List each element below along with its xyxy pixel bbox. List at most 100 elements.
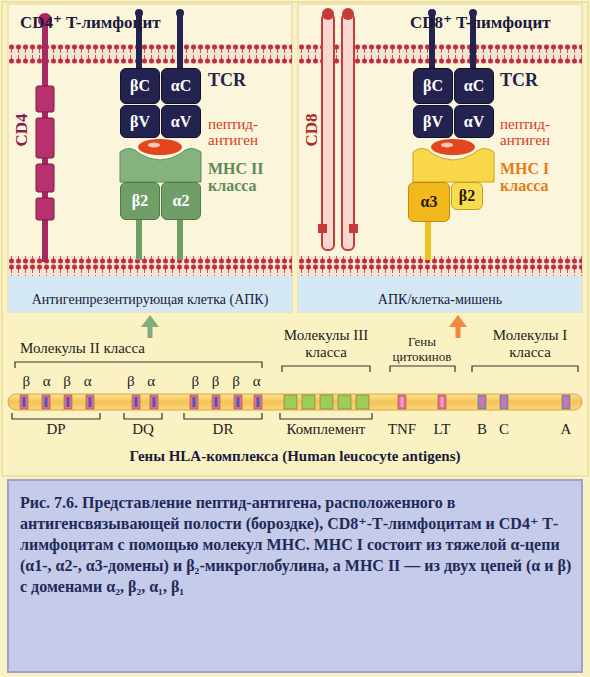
gene-marks: [89, 397, 92, 407]
cd8-panel-art: [425, 222, 431, 260]
cell-panel: CD4⁺ T-лимфоцит βC αC βV αV β2 α2Антигенпрезен…: [8, 4, 292, 312]
cd8-panel-art: [298, 4, 582, 312]
domain-box: α3: [408, 182, 450, 222]
cd4-panel-art: [8, 44, 292, 64]
apc-band: Антигенпрезентирующая клетка (АПК): [8, 258, 292, 312]
cd4-panel-art: [138, 139, 182, 155]
cd8-panel-art: [441, 143, 453, 148]
label: β α β α: [22, 373, 91, 390]
cd8-panel-art: [318, 224, 327, 233]
presentation-arrows: [141, 315, 159, 327]
gene-marks: [153, 397, 156, 407]
chromosome: [8, 394, 582, 410]
label: пептид- антиген: [208, 116, 286, 148]
gene-marks: [401, 397, 404, 407]
panel-heading: CD8⁺ T-лимфоцит: [410, 12, 551, 33]
gene-marks: [237, 397, 240, 407]
domain-label: αC: [171, 77, 191, 95]
label: C: [499, 421, 509, 438]
label: CD8: [302, 113, 322, 146]
gene-marks: [212, 395, 220, 409]
label: DQ: [132, 421, 154, 438]
domain-box: βV: [413, 105, 453, 138]
domain-box: αC: [454, 68, 494, 104]
gene-marks: [190, 395, 198, 409]
cd4-panel-art: [36, 86, 54, 112]
gene-marks: [86, 395, 94, 409]
domain-box: αV: [454, 105, 494, 138]
gene-marks: [302, 395, 315, 409]
gene-marks: [562, 395, 570, 409]
frame: [2, 2, 588, 476]
label: MHC I класса: [500, 160, 572, 194]
domain-box: βC: [120, 68, 160, 104]
domain-box: β2: [120, 182, 160, 220]
cd4-panel-art: [8, 256, 292, 276]
gene-marks: [320, 395, 333, 409]
domain-label: βV: [423, 113, 443, 131]
gene-marks: [64, 395, 72, 409]
domain-label: αV: [171, 113, 191, 131]
gene-marks: [503, 397, 506, 407]
caption-box: [8, 480, 582, 672]
gene-marks: [398, 395, 406, 409]
cd8-panel-art: [322, 8, 334, 20]
cd8-panel-art: [349, 224, 358, 233]
domain-box: βV: [120, 105, 160, 138]
gene-marks: [150, 395, 158, 409]
gene-marks: [478, 395, 486, 409]
domain-label: βC: [130, 77, 150, 95]
gene-marks: [45, 397, 48, 407]
gene-marks: [67, 397, 70, 407]
gene-marks: [215, 397, 218, 407]
domain-label: βV: [130, 113, 150, 131]
gene-brackets: [282, 366, 370, 372]
cd8-panel-art: [342, 8, 354, 20]
cd8-panel-art: [342, 14, 354, 250]
label: β α: [127, 373, 155, 390]
label: TNF: [388, 421, 416, 438]
cd8-panel-art: [298, 44, 582, 64]
domain-box: αV: [161, 105, 201, 138]
domain-label: β2: [132, 192, 148, 210]
cd4-panel-art: [136, 220, 142, 260]
cd4-panel-art: [36, 164, 54, 192]
cell-panel: CD8⁺ T-лимфоцит βC αC βV αV α3 β2АПК/клетка-ми…: [298, 4, 582, 312]
cell-label: АПК/клетка-мишень: [320, 292, 560, 308]
domain-label: αV: [464, 113, 484, 131]
presentation-arrows: [456, 326, 461, 338]
gene-marks: [441, 397, 444, 407]
chromosome: [8, 394, 582, 410]
cd8-panel-art: [431, 139, 475, 155]
label: Молекулы III класса: [276, 327, 376, 361]
domain-box: β2: [451, 182, 483, 210]
label: Комплемент: [287, 421, 366, 438]
presentation-arrows: [449, 315, 467, 327]
domain-label: αC: [464, 77, 484, 95]
apc-band: АПК/клетка-мишень: [298, 258, 582, 312]
domain-label: α2: [173, 192, 190, 210]
label: A: [561, 421, 572, 438]
label: Гены HLA-комплекса (Human leucocyte anti…: [130, 448, 461, 465]
domain-label: β2: [459, 187, 475, 205]
gene-brackets: [124, 413, 162, 419]
cd4-panel-art: [36, 198, 54, 220]
gene-marks: [254, 395, 262, 409]
domain-label: α3: [421, 193, 438, 211]
label: LT: [434, 421, 451, 438]
label: Молекулы II класса: [20, 340, 145, 357]
cd4-panel-art: [148, 143, 160, 148]
gene-marks: [42, 395, 50, 409]
gene-brackets: [15, 362, 262, 368]
label: B: [477, 421, 487, 438]
gene-marks: [234, 395, 242, 409]
panel-heading: CD4⁺ T-лимфоцит: [20, 12, 161, 33]
gene-marks: [338, 395, 351, 409]
cd8-panel-art: [322, 14, 334, 250]
domain-label: βC: [423, 77, 443, 95]
label: Гены цитокинов: [382, 334, 462, 364]
gene-marks: [481, 397, 484, 407]
figure-caption: Рис. 7.6. Представление пептид-антигена,…: [20, 492, 572, 597]
label: TCR: [208, 70, 246, 91]
cd8-panel-art: [298, 256, 582, 276]
